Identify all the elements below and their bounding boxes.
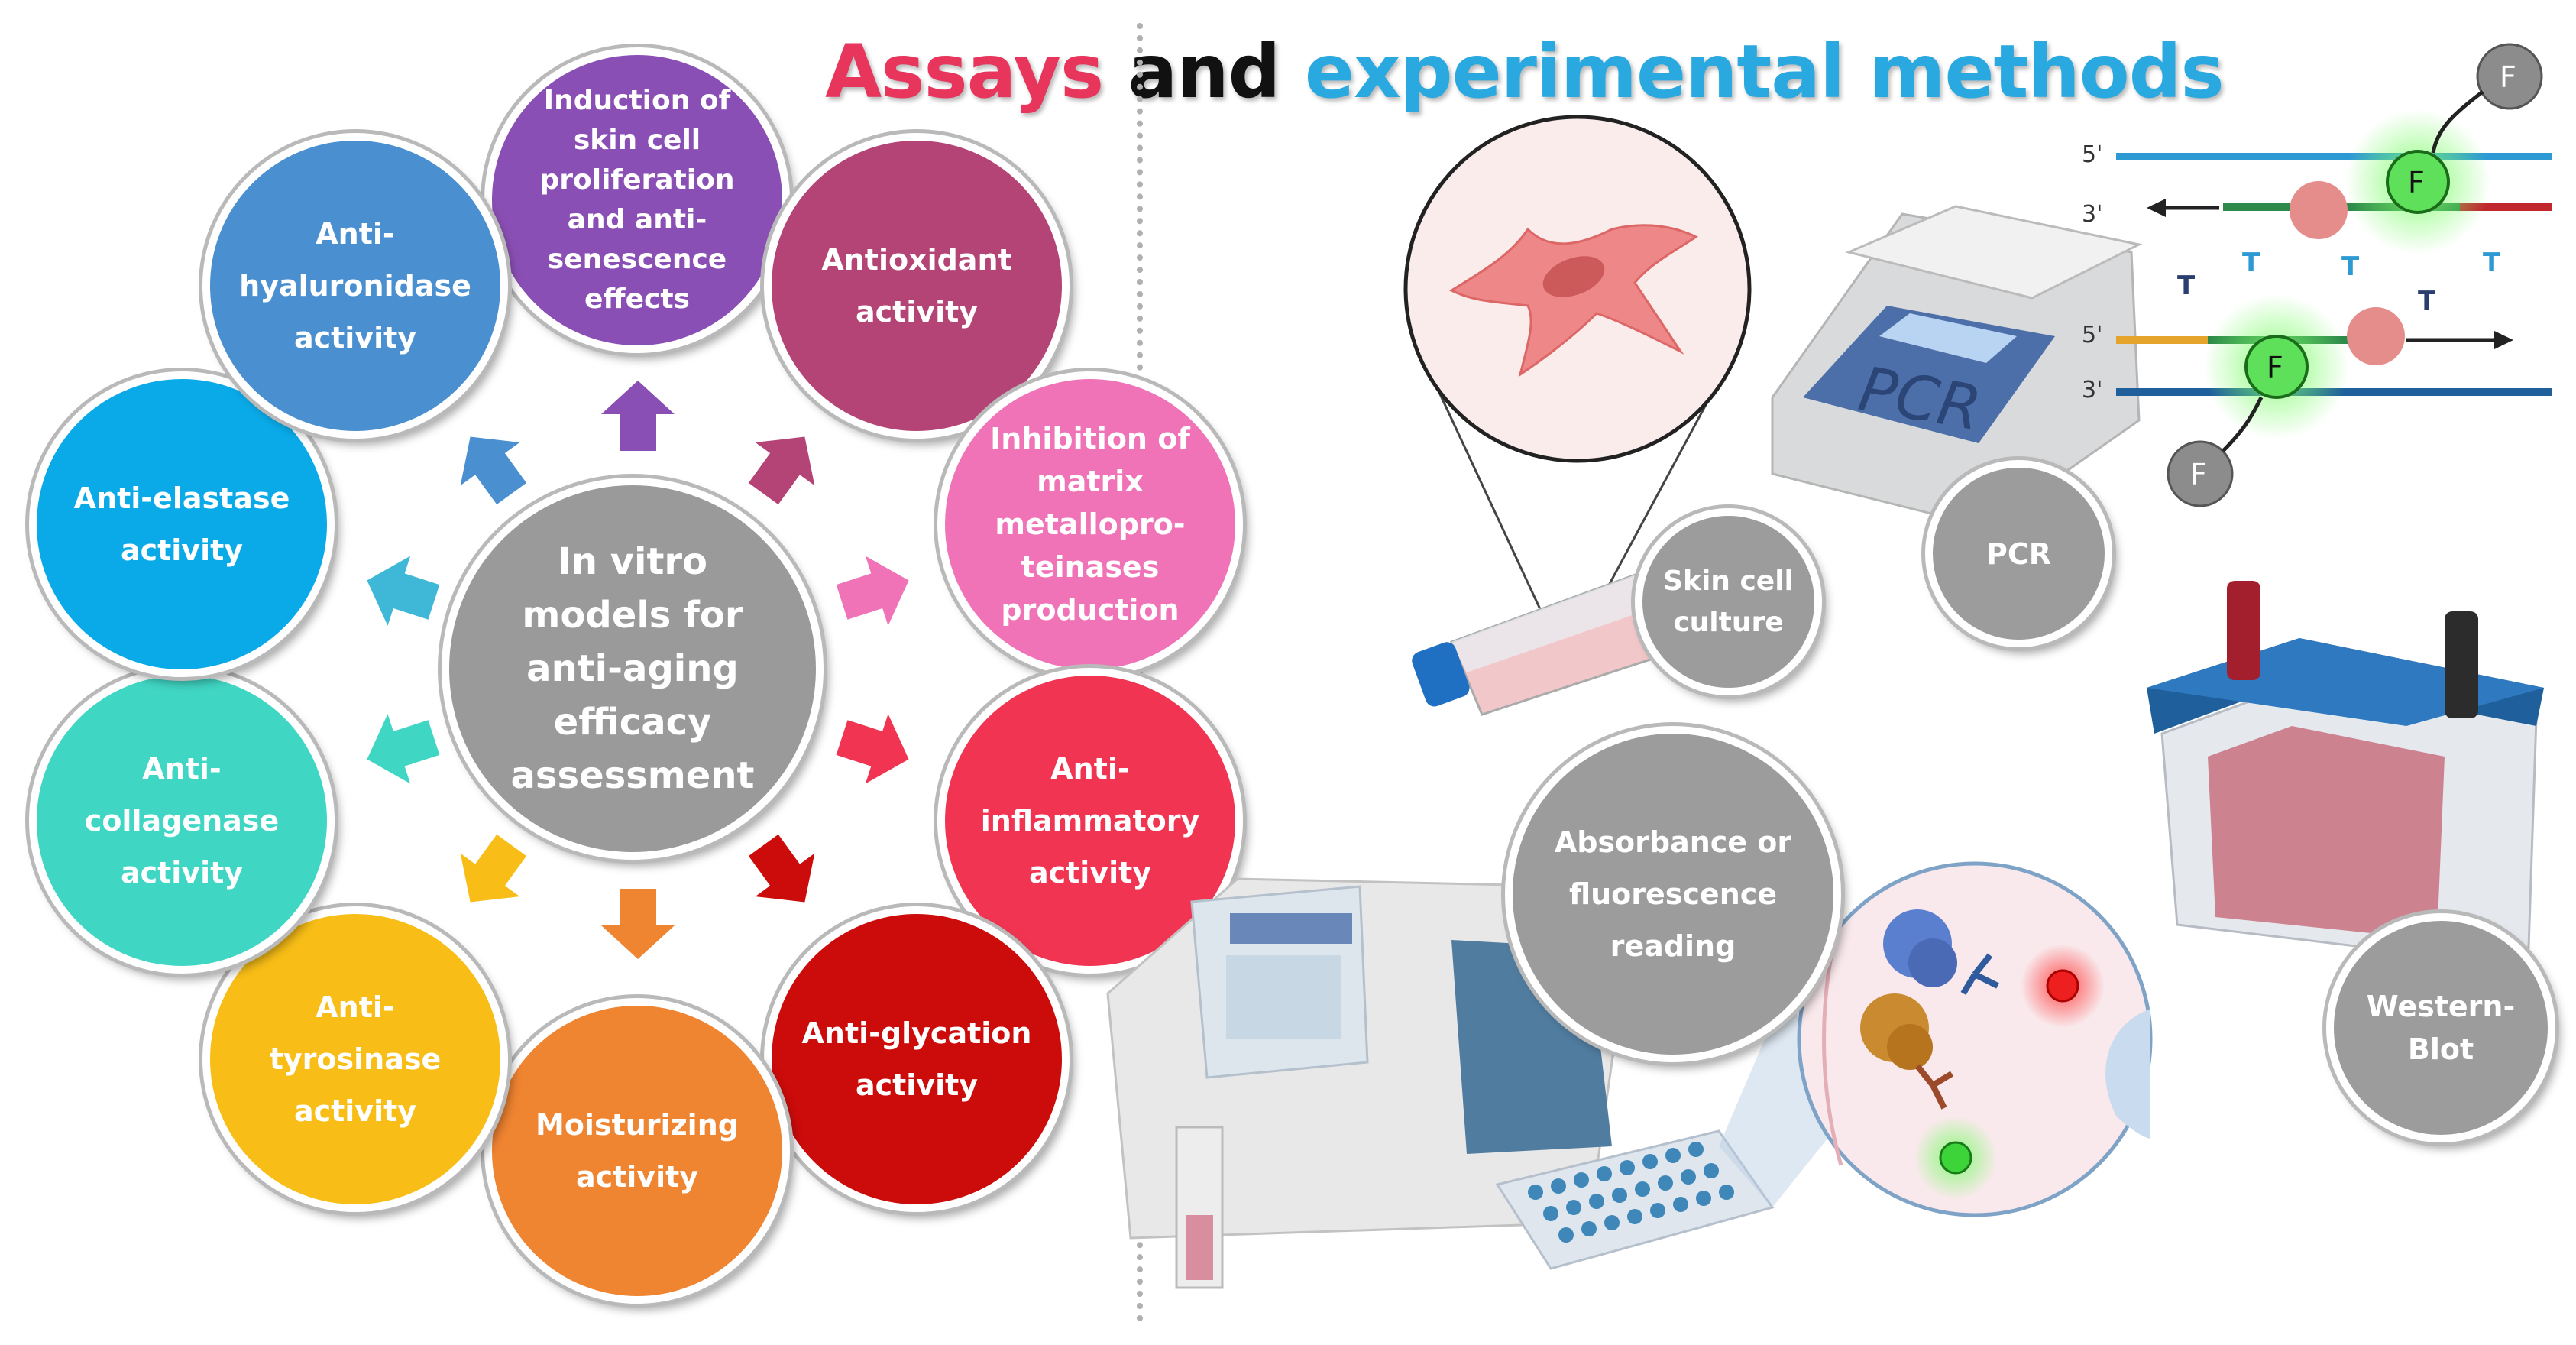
assay-label: Induction of skin cell proliferation and…	[539, 85, 735, 315]
method-label: Absorbance or fluorescence reading	[1554, 825, 1792, 963]
method-label: PCR	[1986, 536, 2051, 571]
assay-label: Antioxidant activity	[821, 243, 1012, 329]
assay-label: Inhibition of matrix metallopro- teinase…	[990, 422, 1190, 627]
fluor-label-top: F	[2408, 166, 2425, 199]
pcr-strand-diagram: 5' 3' F F 5' 3' F F	[2082, 43, 2552, 507]
strand-top-3prime: 3'	[2082, 201, 2102, 228]
assay-anti-collagenase: Anti- collagenase activity	[29, 668, 335, 974]
base-5: T	[2483, 248, 2501, 278]
assay-label: Anti- collagenase activity	[84, 752, 280, 890]
method-label: Western- Blot	[2366, 990, 2516, 1066]
assay-label: Anti-glycation activity	[801, 1016, 1032, 1102]
arrow-downleft-icon	[460, 834, 527, 903]
arrow-upleft-icon	[460, 436, 527, 505]
assay-label: Moisturizing activity	[536, 1108, 739, 1194]
strand-bottom-3prime: 3'	[2082, 377, 2102, 404]
section-divider	[1137, 23, 1143, 1322]
pcr-machine-icon: PCR	[1771, 205, 2143, 529]
assay-label: Anti- tyrosinase activity	[269, 990, 442, 1128]
method-pcr: PCR	[1925, 460, 2112, 647]
arrow-right-lower-icon	[836, 714, 909, 784]
arrow-right-upper-icon	[836, 556, 909, 626]
arrow-up-icon	[601, 381, 675, 451]
method-absorbance: Absorbance or fluorescence reading	[1505, 726, 1841, 1062]
spectrophotometer-icon	[1106, 877, 1621, 1289]
title-word-methods: experimental methods	[1304, 29, 2225, 115]
assay-anti-hyaluronidase: Anti- hyaluronidase activity	[202, 133, 508, 439]
base-4: T	[2418, 286, 2436, 316]
method-skin-cell-culture: Skin cell culture	[1635, 508, 1822, 695]
method-label: Skin cell culture	[1663, 565, 1794, 638]
base-3: T	[2341, 251, 2360, 282]
assay-label: Anti- inflammatory activity	[980, 752, 1200, 890]
assay-anti-tyrosinase: Anti- tyrosinase activity	[202, 906, 508, 1212]
arrow-downright-icon	[748, 834, 815, 903]
assay-anti-glycation: Anti-glycation activity	[764, 906, 1070, 1212]
western-blot-tank-icon	[2147, 581, 2544, 949]
assay-label: Anti-elastase activity	[73, 481, 290, 567]
assay-anti-inflammatory: Anti- inflammatory activity	[937, 668, 1243, 974]
arrow-left-lower-icon	[367, 714, 440, 784]
center-circle: In vitro models for anti-aging efficacy …	[442, 478, 824, 860]
assay-moisturizing: Moisturizing activity	[484, 998, 790, 1304]
base-1: T	[2177, 271, 2196, 301]
assay-proliferation: Induction of skin cell proliferation and…	[484, 47, 790, 353]
assay-antioxidant: Antioxidant activity	[764, 133, 1070, 439]
fluor-label-bottom: F	[2267, 351, 2283, 384]
strand-top-5prime: 5'	[2082, 141, 2102, 168]
fluor-label-free-bottom: F	[2190, 458, 2207, 491]
base-2: T	[2242, 248, 2260, 278]
fluor-label-free-top: F	[2500, 60, 2516, 94]
culture-flask-icon	[1412, 568, 1682, 716]
strand-bottom-5prime: 5'	[2082, 322, 2102, 348]
method-western-blot: Western- Blot	[2326, 913, 2555, 1142]
title-word-assays: Assays	[825, 29, 1104, 115]
arrow-left-upper-icon	[367, 556, 440, 626]
arrow-upright-icon	[748, 436, 815, 505]
arrow-down-icon	[601, 889, 675, 959]
page-title: Assays and experimental methods	[825, 29, 2225, 115]
assay-mmp: Inhibition of matrix metallopro- teinase…	[937, 371, 1243, 677]
assay-anti-elastase: Anti-elastase activity	[29, 371, 335, 677]
antibody-magnifier-icon	[1797, 861, 2153, 1217]
title-word-and: and	[1128, 29, 1281, 115]
center-label: In vitro models for anti-aging efficacy …	[510, 540, 755, 797]
assay-label: Anti- hyaluronidase activity	[239, 217, 471, 355]
